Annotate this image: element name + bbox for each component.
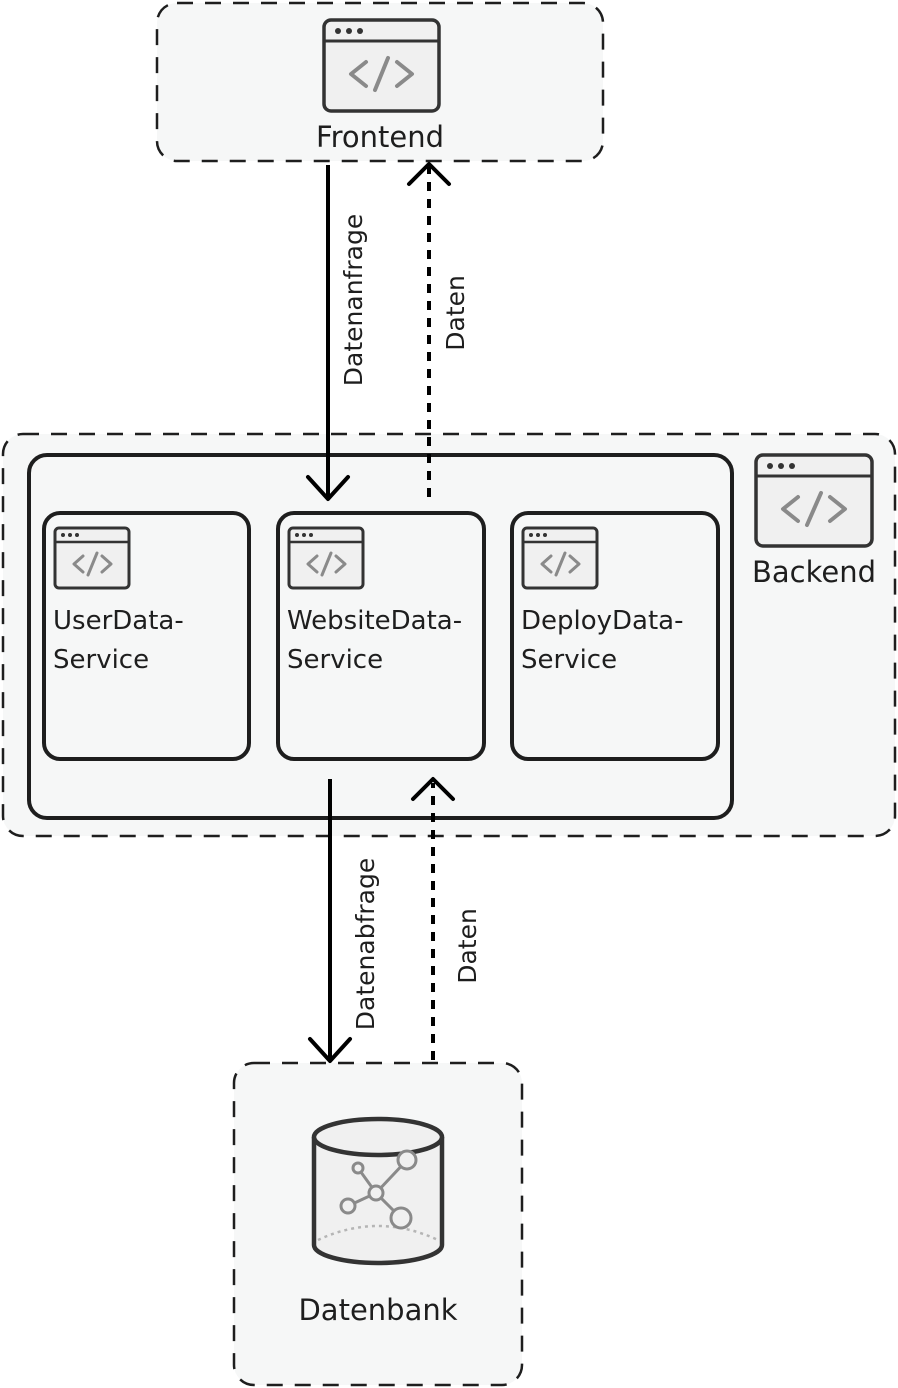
service-label-line1: WebsiteData- [287, 606, 462, 636]
service-card-deploydata[interactable]: DeployData- Service [510, 511, 720, 761]
database-group[interactable]: Datenbank [232, 1061, 524, 1387]
network-nodes-icon [339, 1149, 418, 1230]
response-arrow-backend[interactable] [411, 777, 455, 1060]
database-label: Datenbank [298, 1293, 457, 1327]
backend-label: Backend [752, 555, 876, 589]
code-window-icon [754, 453, 874, 548]
service-card-websitedata[interactable]: WebsiteData- Service [276, 511, 486, 761]
response-arrow-backend-label: Daten [453, 908, 482, 984]
response-arrow-frontend[interactable] [407, 162, 451, 497]
service-label-line1: UserData- [53, 606, 184, 636]
service-label-line1: DeployData- [521, 606, 684, 636]
request-arrow-label: Datenanfrage [339, 214, 368, 386]
service-label-line2: Service [521, 645, 617, 675]
query-arrow[interactable] [308, 779, 352, 1063]
database-icon [311, 1116, 445, 1266]
service-label-line2: Service [53, 645, 149, 675]
code-window-icon [322, 18, 441, 113]
service-label-line2: Service [287, 645, 383, 675]
code-window-icon [287, 526, 365, 590]
response-arrow-frontend-label: Daten [441, 275, 470, 351]
request-arrow[interactable] [306, 165, 350, 501]
frontend-group[interactable]: Frontend [155, 1, 605, 163]
backend-group[interactable]: Backend UserData- Service [1, 432, 897, 838]
service-card-userdata[interactable]: UserData- Service [42, 511, 251, 761]
code-window-icon [53, 526, 131, 590]
code-window-icon [521, 526, 599, 590]
query-arrow-label: Datenabfrage [351, 858, 380, 1030]
frontend-label: Frontend [316, 120, 444, 154]
